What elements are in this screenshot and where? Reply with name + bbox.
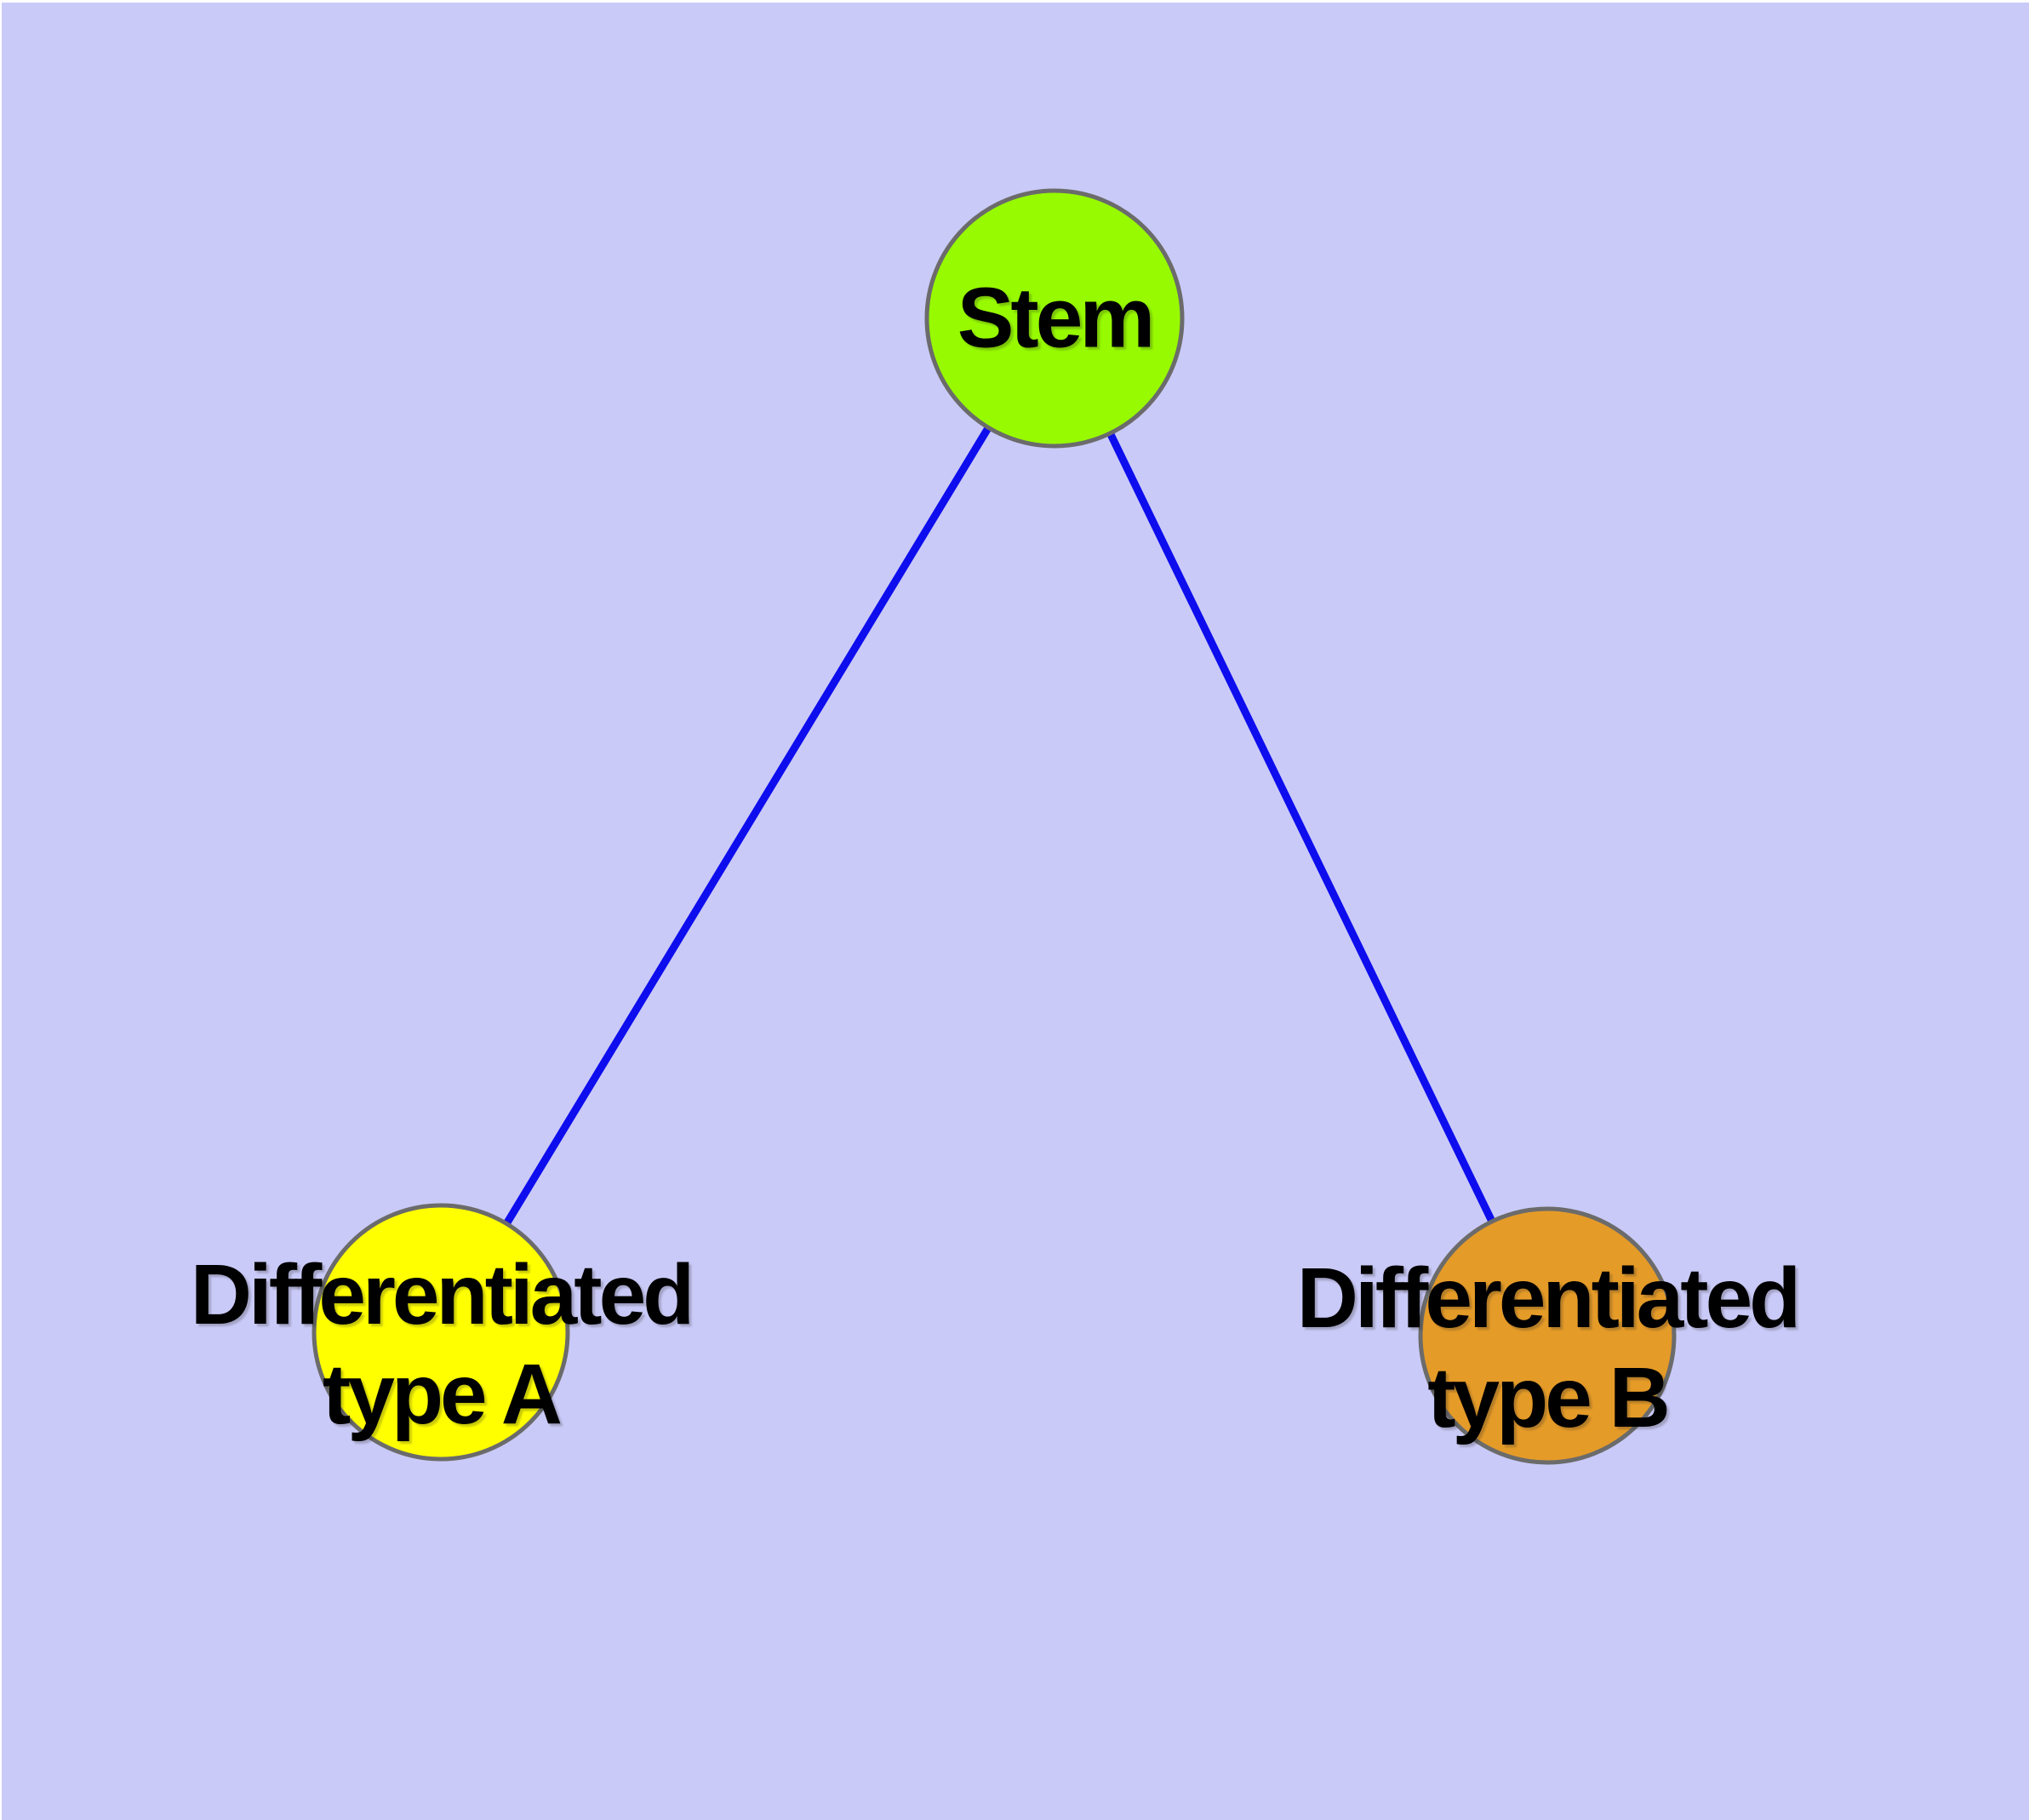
node-type-a-label: Differentiated type A — [190, 1245, 695, 1445]
edge-stem-to-type-a — [437, 316, 1058, 1335]
node-type-b-label: Differentiated type B — [1296, 1249, 1802, 1448]
node-type-a-label-line1: Differentiated — [190, 1247, 695, 1342]
node-type-b-label-line1: Differentiated — [1296, 1251, 1802, 1346]
node-stem-label: Stem — [957, 269, 1156, 369]
node-stem-label-line1: Stem — [957, 270, 1156, 366]
node-stem-circle — [924, 188, 1185, 449]
node-type-b-circle — [1418, 1206, 1677, 1465]
node-type-b-label-line2: type B — [1427, 1350, 1671, 1445]
node-type-a-label-line2: type A — [323, 1347, 563, 1442]
diagram-canvas: Stem Differentiated type A Differentiate… — [2, 3, 2029, 1820]
node-type-a-circle — [311, 1203, 570, 1462]
edge-stem-to-type-b — [1050, 317, 1552, 1337]
network-svg — [311, 188, 1677, 1465]
